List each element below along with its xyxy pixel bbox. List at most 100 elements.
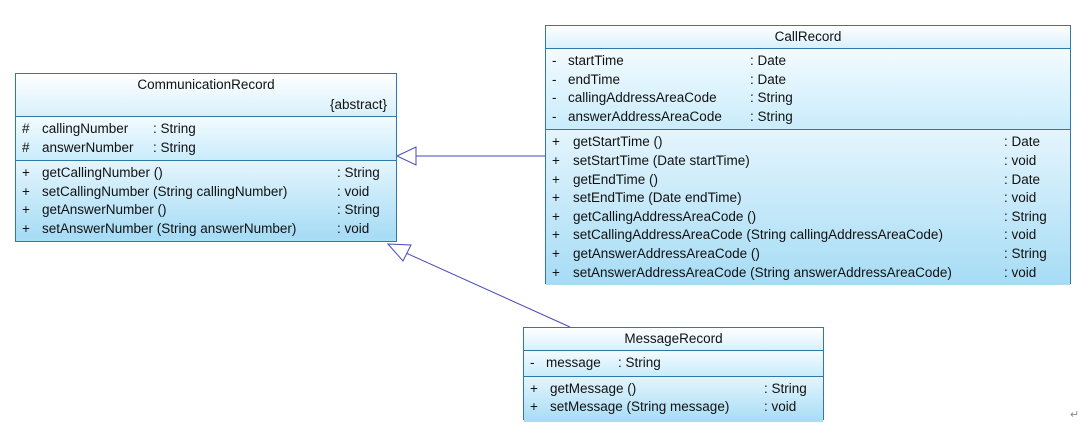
operation-return-type: : String (764, 380, 807, 396)
visibility-marker: - (530, 355, 535, 370)
attribute-name: answerNumber (42, 139, 134, 155)
operation-return-type: : void (1004, 227, 1037, 243)
operation-signature: setCallingAddressAreaCode (String callin… (573, 227, 943, 243)
operation-signature: setCallingNumber (String callingNumber) (42, 183, 288, 199)
generalization-arrowhead-messagerecord (386, 243, 412, 262)
operation-row: + setCallingNumber (String callingNumber… (16, 183, 396, 202)
visibility-marker: + (552, 264, 560, 280)
operation-row: + getAnswerNumber () : String (16, 201, 396, 220)
operation-signature: getAnswerAddressAreaCode () (573, 245, 760, 261)
operation-signature: getAnswerNumber () (42, 202, 167, 218)
operation-signature: setMessage (String message) (550, 399, 730, 415)
operation-row: + setMessage (String message) : void (524, 398, 823, 417)
operation-return-type: : String (1004, 208, 1047, 224)
attribute-type: : String (750, 108, 793, 124)
operation-signature: setAnswerAddressAreaCode (String answerA… (573, 264, 952, 280)
visibility-marker: # (22, 121, 30, 136)
attribute-row: - endTime : Date (546, 71, 1070, 90)
visibility-marker: + (530, 380, 538, 396)
operation-return-type: : void (1004, 190, 1037, 206)
class-header: MessageRecord (524, 328, 823, 351)
visibility-marker: + (552, 152, 560, 168)
operation-signature: setEndTime (Date endTime) (573, 190, 742, 206)
class-stereotype: {abstract} (329, 97, 387, 112)
operation-return-type: : Date (1004, 171, 1041, 187)
operation-return-type: : void (764, 399, 797, 415)
operation-row: + getStartTime () : Date (546, 133, 1070, 152)
operation-signature: getCallingNumber () (42, 165, 163, 181)
operation-return-type: : void (1004, 264, 1037, 280)
attributes-compartment: - startTime : Date - endTime : Date - ca… (546, 49, 1070, 131)
attribute-row: - startTime : Date (546, 52, 1070, 71)
visibility-marker: + (22, 183, 30, 199)
attribute-type: : String (153, 139, 196, 155)
operation-return-type: : String (337, 202, 380, 218)
operation-signature: setAnswerNumber (String answerNumber) (42, 220, 297, 236)
operation-row: + getEndTime () : Date (546, 171, 1070, 190)
operation-return-type: : void (1004, 152, 1037, 168)
attribute-row: # callingNumber : String (16, 120, 396, 139)
class-name: CallRecord (774, 29, 842, 44)
attribute-name: answerAddressAreaCode (568, 108, 722, 124)
visibility-marker: + (552, 227, 560, 243)
operation-row: + getCallingAddressAreaCode () : String (546, 208, 1070, 227)
operation-return-type: : Date (1004, 134, 1041, 150)
attribute-type: : Date (750, 53, 787, 68)
generalization-arrowhead-callrecord (395, 146, 417, 166)
visibility-marker: + (552, 190, 560, 206)
attributes-compartment: # callingNumber : String # answerNumber … (16, 117, 396, 162)
operation-row: + setAnswerAddressAreaCode (String answe… (546, 264, 1070, 283)
class-communication-record[interactable]: CommunicationRecord {abstract} # calling… (15, 73, 397, 242)
class-name: CommunicationRecord (137, 77, 275, 92)
attribute-name: startTime (568, 53, 624, 68)
operation-return-type: : String (1004, 245, 1047, 261)
visibility-marker: + (22, 202, 30, 218)
operation-row: + setCallingAddressAreaCode (String call… (546, 226, 1070, 245)
operation-row: + getCallingNumber () : String (16, 164, 396, 183)
operation-signature: getEndTime () (573, 171, 659, 187)
attribute-type: : Date (750, 71, 787, 87)
attribute-row: # answerNumber : String (16, 139, 396, 158)
operation-return-type: : String (337, 165, 380, 181)
attribute-name: callingAddressAreaCode (568, 90, 717, 106)
visibility-marker: - (552, 71, 557, 87)
visibility-marker: - (552, 53, 557, 68)
operation-signature: getStartTime () (573, 134, 663, 150)
operation-row: + setAnswerNumber (String answerNumber) … (16, 220, 396, 239)
class-message-record[interactable]: MessageRecord - message : String + getMe… (523, 327, 824, 422)
attribute-row: - answerAddressAreaCode : String (546, 108, 1070, 127)
visibility-marker: - (552, 90, 557, 106)
operation-row: + setStartTime (Date startTime) : void (546, 152, 1070, 171)
visibility-marker: + (22, 220, 30, 236)
attribute-name: endTime (568, 71, 621, 87)
operation-row: + getMessage () : String (524, 380, 823, 399)
attribute-name: callingNumber (42, 121, 129, 136)
visibility-marker: - (552, 108, 557, 124)
visibility-marker: + (552, 134, 560, 150)
visibility-marker: + (552, 245, 560, 261)
operation-row: + getAnswerAddressAreaCode () : String (546, 245, 1070, 264)
attribute-row: - message : String (524, 354, 823, 373)
visibility-marker: # (22, 139, 30, 155)
operations-compartment: + getStartTime () : Date + setStartTime … (546, 130, 1070, 286)
attribute-row: - callingAddressAreaCode : String (546, 89, 1070, 108)
operation-return-type: : void (337, 220, 370, 236)
operations-compartment: + getMessage () : String + setMessage (S… (524, 376, 823, 422)
attribute-name: message (546, 355, 601, 370)
operation-signature: getCallingAddressAreaCode () (573, 208, 757, 224)
class-header: CallRecord (546, 26, 1070, 49)
operation-signature: setStartTime (Date startTime) (573, 152, 750, 168)
operation-signature: getMessage () (550, 380, 637, 396)
attributes-compartment: - message : String (524, 351, 823, 377)
visibility-marker: + (22, 165, 30, 181)
operation-row: + setEndTime (Date endTime) : void (546, 189, 1070, 208)
attribute-type: : String (618, 355, 661, 370)
visibility-marker: + (552, 171, 560, 187)
class-call-record[interactable]: CallRecord - startTime : Date - endTime … (545, 25, 1071, 286)
paragraph-mark: ↵ (1070, 409, 1080, 421)
class-name: MessageRecord (624, 331, 723, 346)
attribute-type: : String (153, 121, 196, 136)
visibility-marker: + (552, 208, 560, 224)
visibility-marker: + (530, 399, 538, 415)
class-header: CommunicationRecord {abstract} (16, 74, 396, 117)
